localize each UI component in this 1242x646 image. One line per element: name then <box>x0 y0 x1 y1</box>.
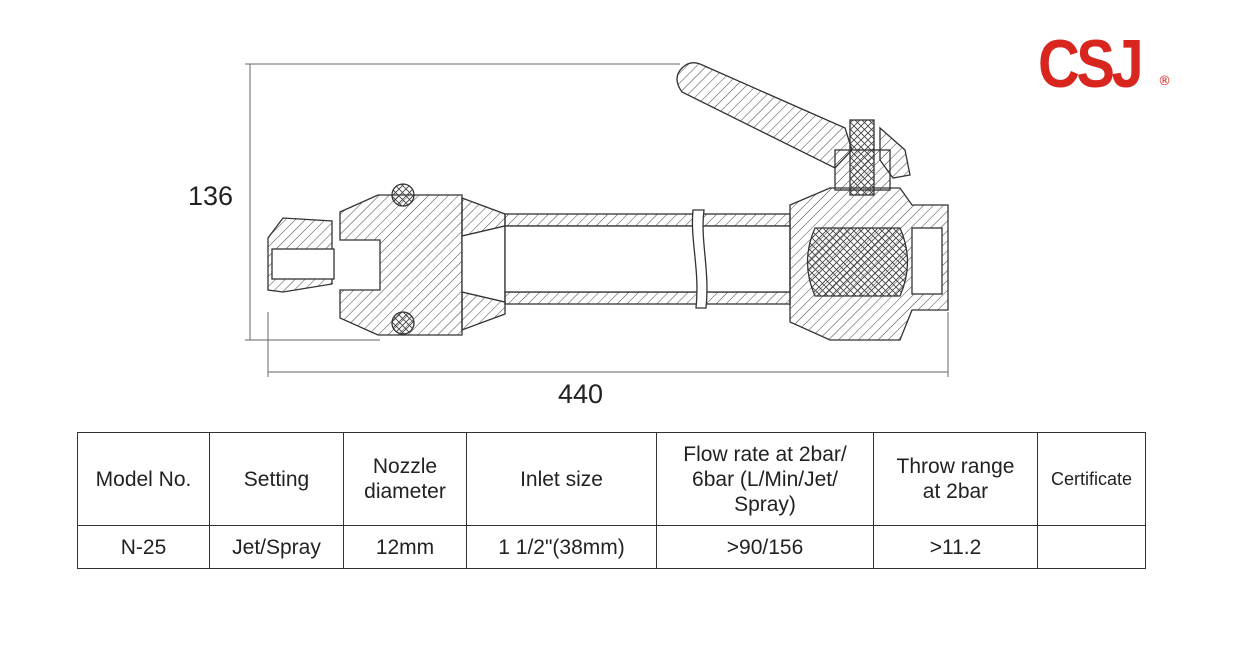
nozzle-technical-drawing <box>245 62 949 377</box>
logo-text: CSJ <box>1038 26 1144 102</box>
valve-outlet-bore <box>911 227 943 295</box>
header-model-no: Model No. <box>77 432 210 526</box>
nut-ring-top <box>391 183 415 207</box>
barrel-bottom-wall <box>504 291 791 305</box>
height-dimension-label: 136 <box>188 181 234 211</box>
header-throw-range: Throw range at 2bar <box>873 432 1038 526</box>
barrel-top-wall <box>504 213 791 227</box>
lever-cap <box>879 126 911 179</box>
taper-inner <box>461 225 506 303</box>
brand-logo: CSJ ® <box>1038 24 1208 104</box>
length-dimension-label: 440 <box>558 379 604 409</box>
header-nozzle-diameter: Nozzle diameter <box>343 432 467 526</box>
cell-certificate <box>1037 525 1146 569</box>
registered-mark: ® <box>1158 74 1171 89</box>
nozzle-bore <box>271 248 335 280</box>
header-setting: Setting <box>209 432 344 526</box>
barrel-bore <box>504 225 791 293</box>
cell-nozzle-diameter: 12mm <box>343 525 467 569</box>
header-inlet-size: Inlet size <box>466 432 657 526</box>
length-dimension <box>267 312 949 377</box>
header-flow-rate: Flow rate at 2bar/ 6bar (L/Min/Jet/ Spra… <box>656 432 874 526</box>
nut-ring-bottom <box>391 311 415 335</box>
table-header-row: Model No. Setting Nozzle diameter Inlet … <box>77 432 1146 526</box>
specification-table: Model No. Setting Nozzle diameter Inlet … <box>77 432 1146 569</box>
cell-setting: Jet/Spray <box>209 525 344 569</box>
barrel-break <box>691 209 708 309</box>
lever-handle <box>676 62 853 169</box>
cell-model-no: N-25 <box>77 525 210 569</box>
header-certificate: Certificate <box>1037 432 1146 526</box>
table-row: N-25 Jet/Spray 12mm 1 1/2"(38mm) >90/156… <box>77 525 1146 569</box>
cell-flow-rate: >90/156 <box>656 525 874 569</box>
valve-ball <box>806 227 909 297</box>
cell-throw-range: >11.2 <box>873 525 1038 569</box>
coupling-nut <box>339 194 463 336</box>
cell-inlet-size: 1 1/2"(38mm) <box>466 525 657 569</box>
